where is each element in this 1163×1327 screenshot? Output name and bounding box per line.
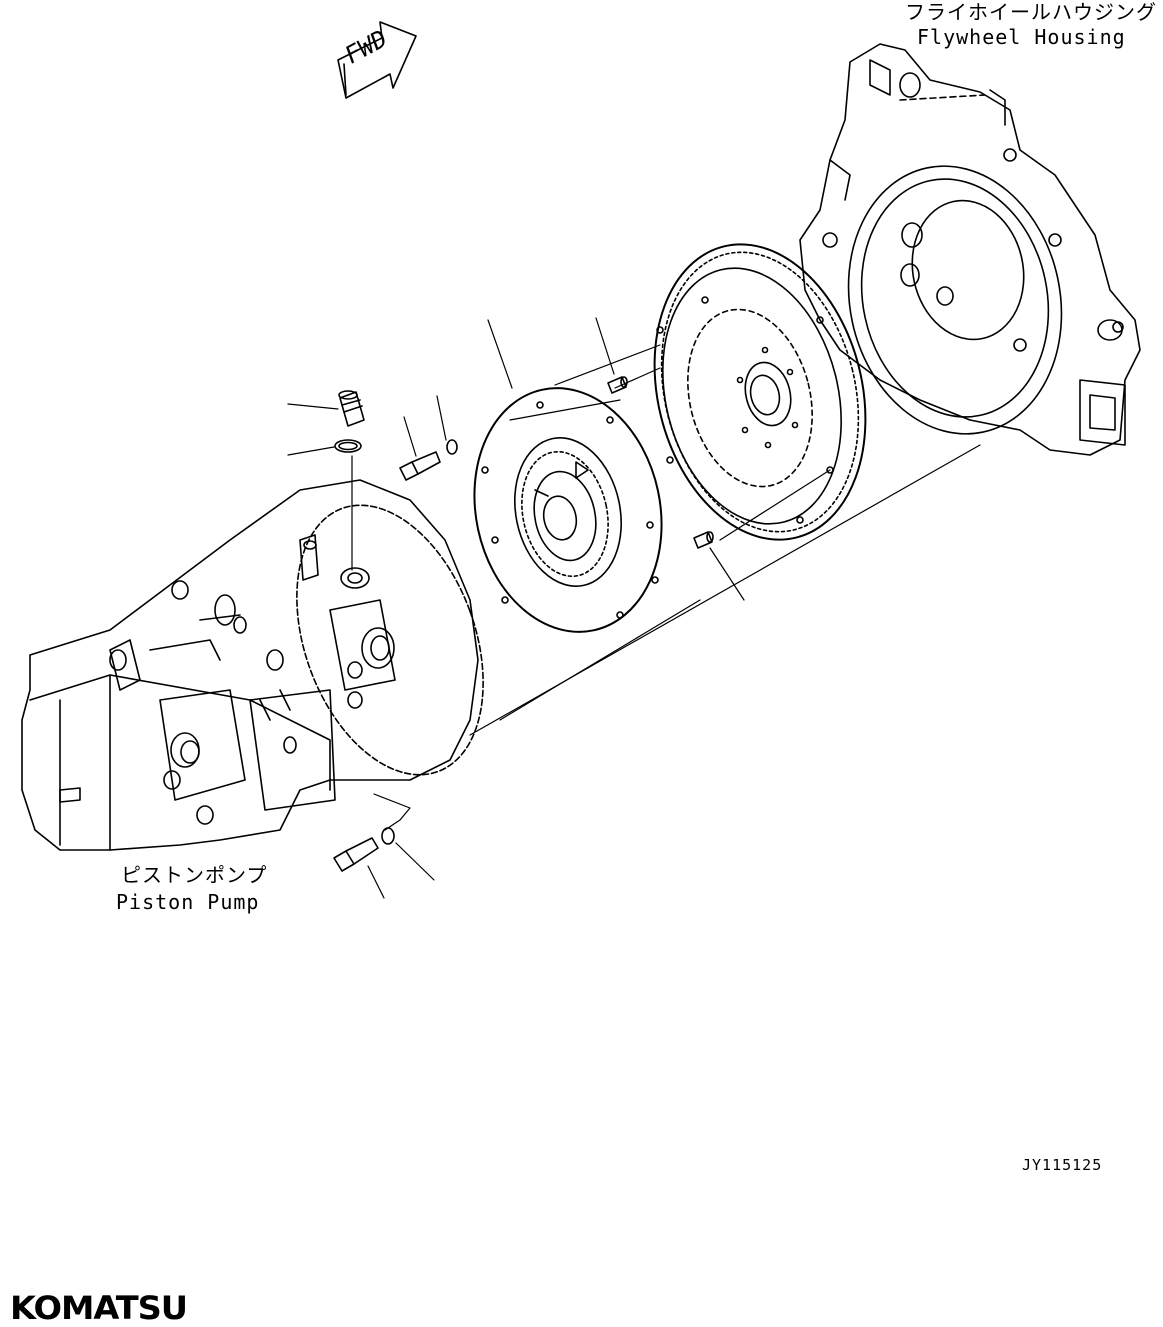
flywheel-housing [799,43,1141,456]
damper-plate [473,387,663,633]
flywheel-housing-label-en: Flywheel Housing [917,25,1126,49]
fwd-arrow-icon [337,21,417,99]
piston-pump-label-jp: ピストンポンプ [121,863,268,887]
bolt-lower [333,837,379,872]
flywheel [653,243,867,541]
bolt-upper [399,451,441,481]
dowel-pin-lower [693,531,714,549]
komatsu-logo: KOMATSU [10,1289,188,1327]
flywheel-housing-label-jp: フライホイールハウジング [905,0,1157,24]
fitting [338,390,365,427]
dowel-pin-upper [607,376,628,394]
washer-upper [446,439,458,455]
drawing-code: JY115125 [1022,1156,1103,1174]
piston-pump [21,479,484,851]
piston-pump-label-en: Piston Pump [116,890,260,914]
o-ring [334,439,362,453]
washer-lower [381,827,395,845]
leader-lines [287,317,981,899]
